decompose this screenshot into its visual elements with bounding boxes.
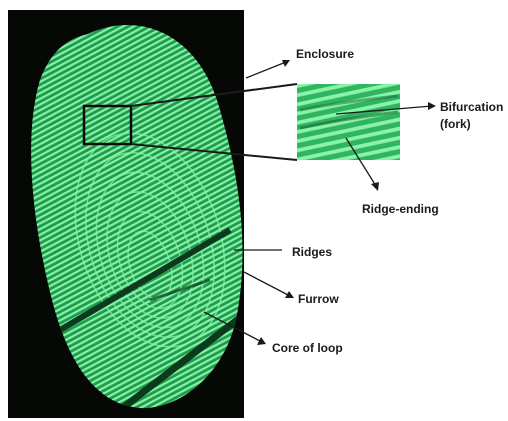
label-furrow: Furrow [298, 292, 339, 306]
magnified-ridge-inset [297, 84, 400, 160]
label-core-of-loop: Core of loop [272, 341, 343, 355]
furrow-pointer [244, 272, 290, 296]
label-ridge-ending: Ridge-ending [362, 202, 439, 216]
enclosure-pointer [246, 62, 286, 78]
label-bifurcation: Bifurcation [440, 100, 503, 114]
label-ridges: Ridges [292, 245, 332, 259]
label-bifurcation-fork: (fork) [440, 117, 471, 131]
label-enclosure: Enclosure [296, 47, 354, 61]
